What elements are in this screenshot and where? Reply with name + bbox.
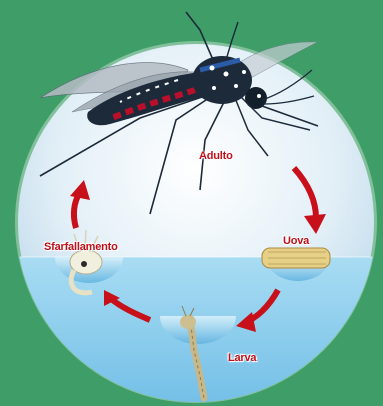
stage-label-adult: Adulto bbox=[199, 150, 233, 162]
stage-label-emergence: Sfarfallamento bbox=[44, 241, 118, 253]
eggs-illustration bbox=[262, 248, 330, 268]
stage-label-eggs: Uova bbox=[283, 235, 309, 247]
stage-label-larva: Larva bbox=[228, 352, 256, 364]
